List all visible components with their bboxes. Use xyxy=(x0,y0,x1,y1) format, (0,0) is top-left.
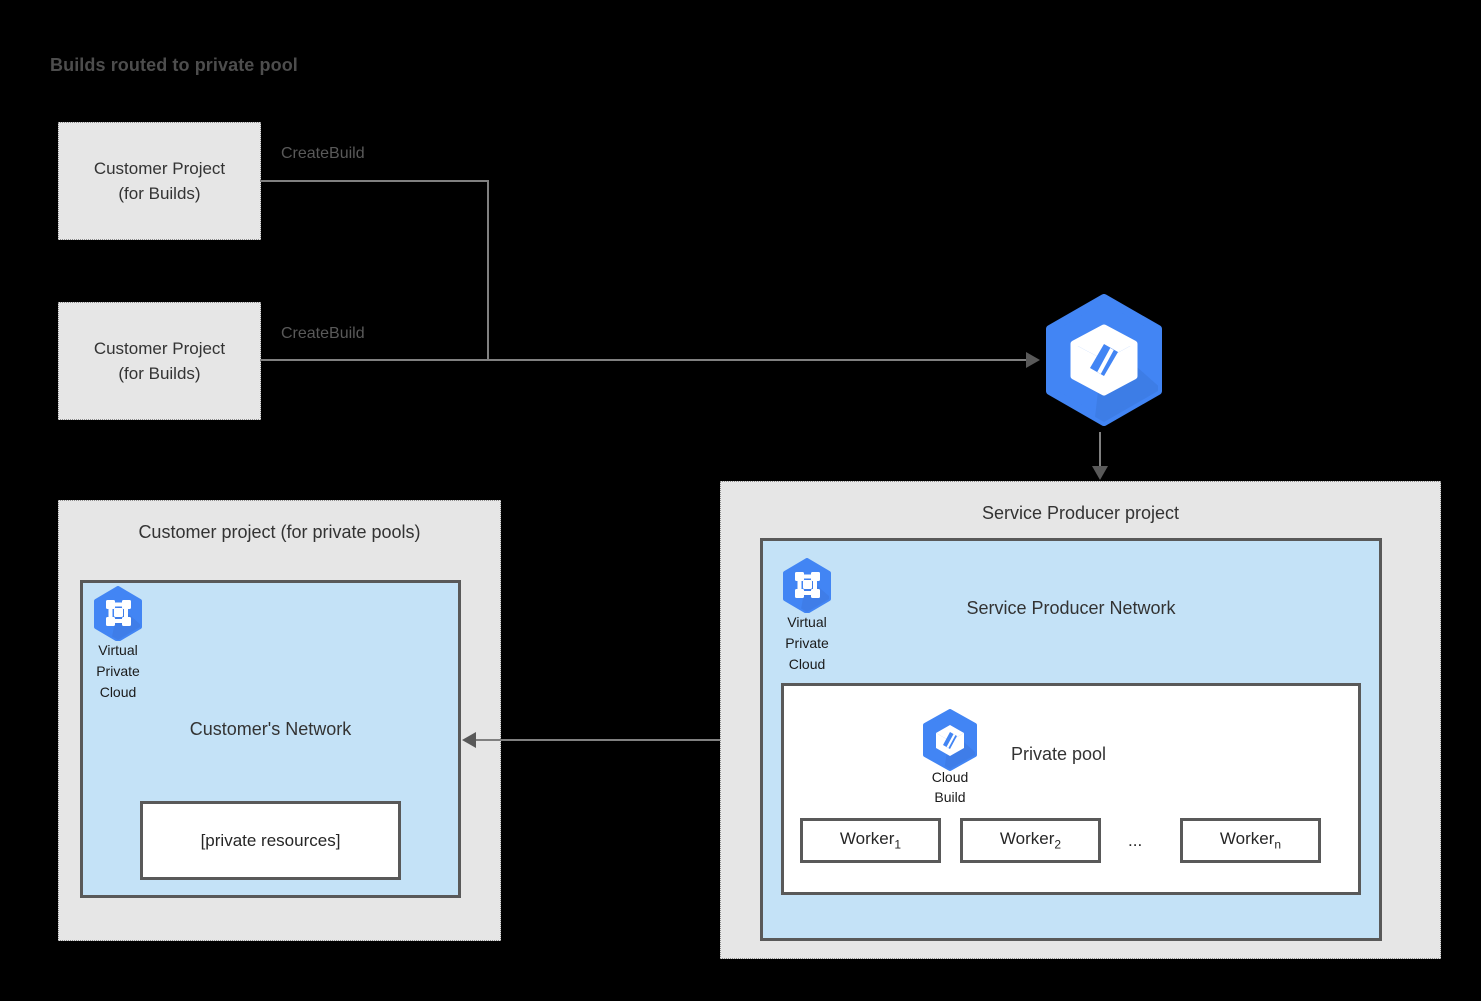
peering-connector-line xyxy=(476,739,746,741)
cloud-build-label-line2: Build xyxy=(934,789,966,806)
worker-subscript: n xyxy=(1274,837,1282,852)
connector-line-to-cloudbuild xyxy=(260,359,1028,361)
service-producer-project-title: Service Producer project xyxy=(981,503,1180,523)
customers-network-title: Customer's Network xyxy=(189,719,352,739)
createbuild-label-1: CreateBuild xyxy=(281,145,365,162)
arrow-into-service-producer-project xyxy=(1092,466,1108,480)
customer-build-project-1[interactable]: Customer Project (for Builds) xyxy=(58,122,261,240)
worker-2-label: Worker2 xyxy=(1000,829,1061,851)
peering-arrow-left xyxy=(462,732,476,748)
vpc-label-line2: Private xyxy=(96,663,140,679)
workers-ellipsis: ... xyxy=(1128,831,1143,850)
connector-line-1-horizontal xyxy=(260,180,489,182)
diagram-title: Builds routed to private pool xyxy=(50,55,298,75)
project-label-line2: (for Builds) xyxy=(118,364,201,383)
cloud-build-label-line1: Cloud xyxy=(931,769,969,785)
worker-subscript: 2 xyxy=(1054,837,1062,852)
project-label-line1: Customer Project xyxy=(93,338,226,358)
worker-box-n[interactable]: Workern xyxy=(1180,818,1321,863)
producer-vpc-icon-wrap xyxy=(781,558,833,613)
connector-cloudbuild-to-producer xyxy=(1099,432,1101,470)
arrow-into-cloudbuild-icon xyxy=(1026,352,1040,368)
project-label-line2: (for Builds) xyxy=(118,184,201,203)
vpc-label-line3: Cloud xyxy=(788,656,826,672)
private-pool-cloud-build-label: Cloud Build xyxy=(913,767,987,808)
virtual-private-cloud-icon xyxy=(94,586,142,641)
worker-n-label: Workern xyxy=(1220,829,1281,851)
cloud-build-icon xyxy=(923,709,977,771)
customer-pool-project-title: Customer project (for private pools) xyxy=(138,522,421,542)
customer-vpc-icon-wrap xyxy=(92,586,144,641)
service-producer-network-title: Service Producer Network xyxy=(966,598,1176,618)
customer-build-project-2-label: Customer Project (for Builds) xyxy=(94,336,225,387)
worker-subscript: 1 xyxy=(894,837,902,852)
worker-box-1[interactable]: Worker1 xyxy=(800,818,941,863)
worker-name: Worker xyxy=(839,829,895,849)
cloud-build-icon xyxy=(1046,294,1162,426)
producer-vpc-label: Virtual Private Cloud xyxy=(771,612,843,675)
worker-1-label: Worker1 xyxy=(840,829,901,851)
connector-line-1-vertical xyxy=(487,180,489,361)
cloud-build-service-icon xyxy=(1042,294,1166,426)
project-label-line1: Customer Project xyxy=(93,158,226,178)
private-pool-cloud-build-icon-wrap xyxy=(921,709,979,771)
worker-name: Worker xyxy=(999,829,1055,849)
virtual-private-cloud-icon xyxy=(783,558,831,613)
customer-vpc-label: Virtual Private Cloud xyxy=(82,640,154,703)
vpc-label-line1: Virtual xyxy=(787,614,827,630)
customer-build-project-1-label: Customer Project (for Builds) xyxy=(94,156,225,207)
vpc-label-line2: Private xyxy=(785,635,829,651)
vpc-label-line3: Cloud xyxy=(99,684,137,700)
worker-name: Worker xyxy=(1219,829,1275,849)
private-pool-title: Private pool xyxy=(1011,744,1107,764)
createbuild-label-2: CreateBuild xyxy=(281,325,365,342)
private-resources-label: [private resources] xyxy=(200,830,341,850)
private-pool-box[interactable] xyxy=(781,683,1361,895)
vpc-label-line1: Virtual xyxy=(98,642,138,658)
private-resources-box[interactable]: [private resources] xyxy=(140,801,401,880)
worker-box-2[interactable]: Worker2 xyxy=(960,818,1101,863)
customer-build-project-2[interactable]: Customer Project (for Builds) xyxy=(58,302,261,420)
